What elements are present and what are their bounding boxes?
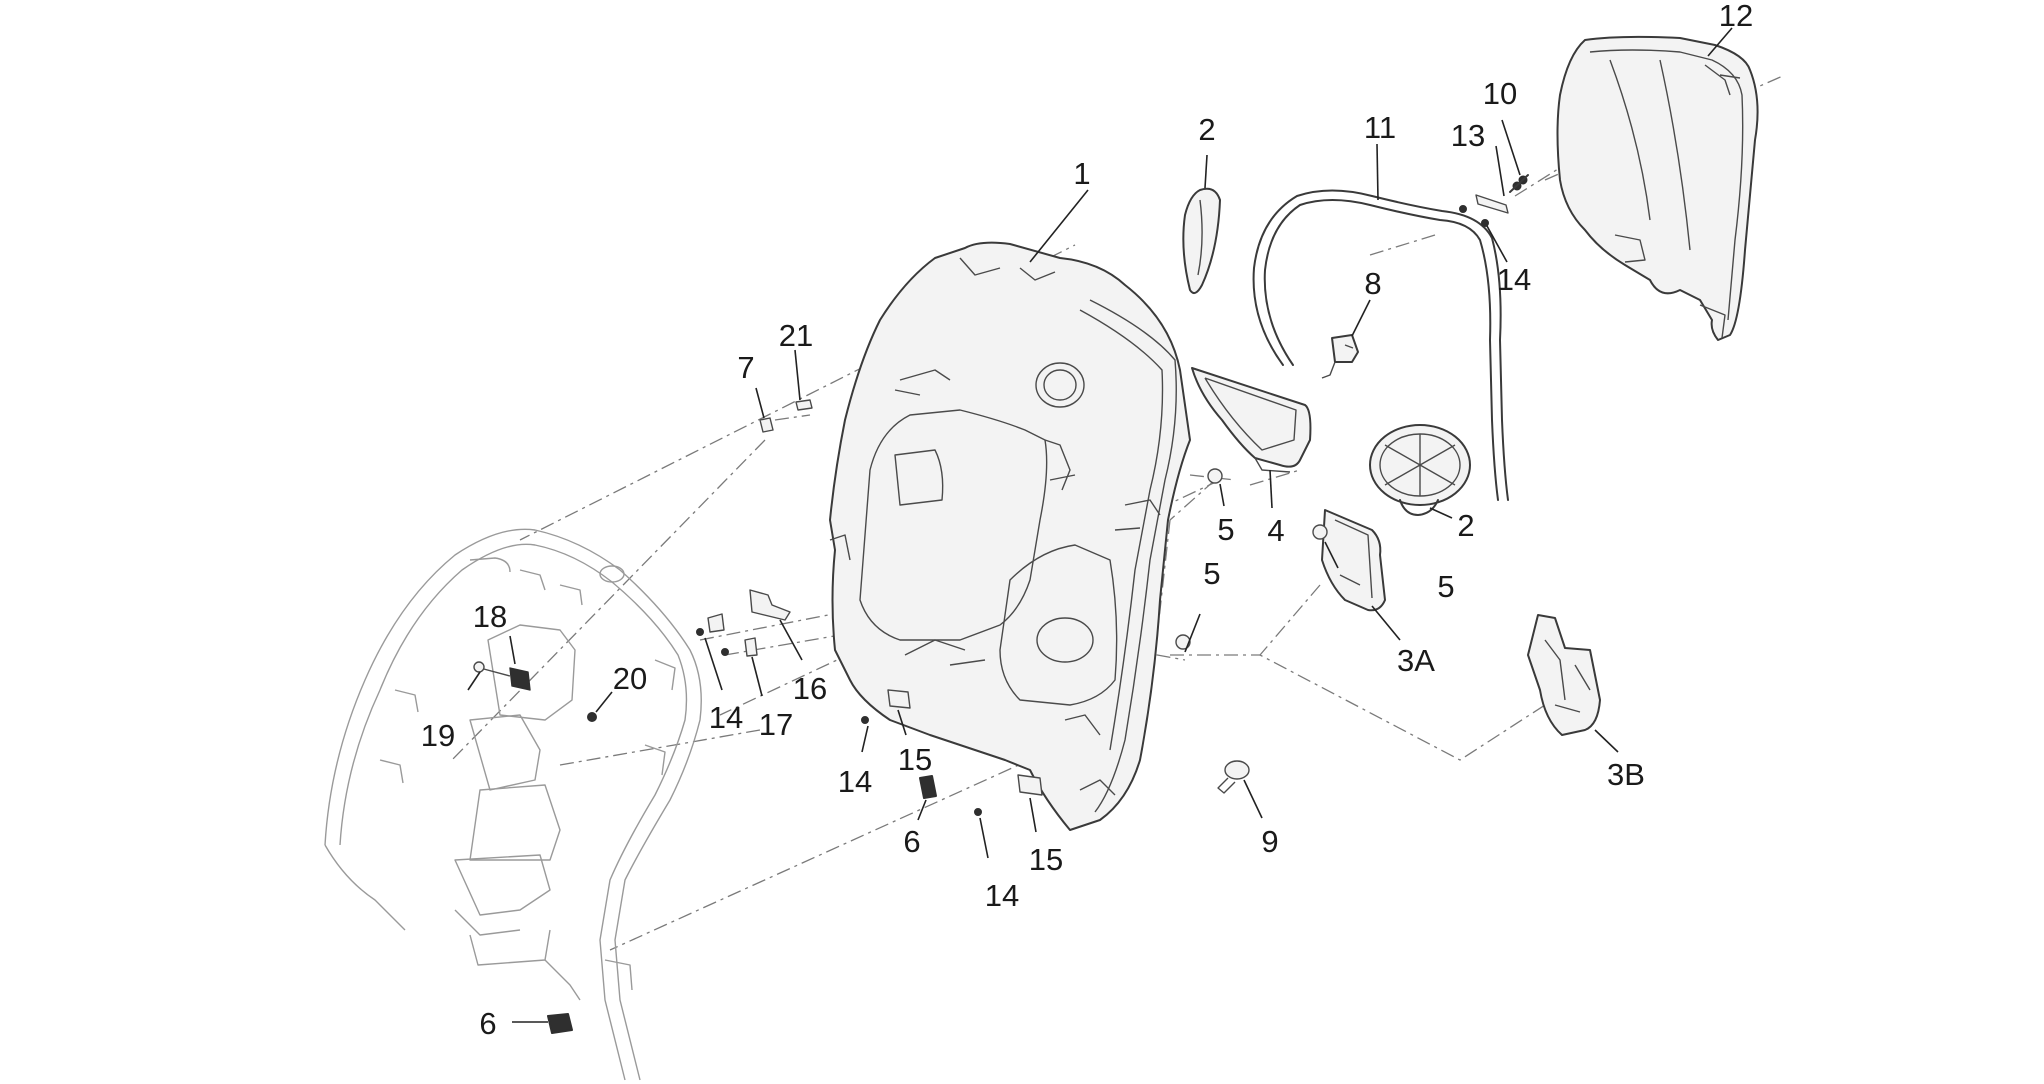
callout-21: 21 (779, 318, 813, 353)
part-7-clip (759, 417, 774, 433)
callout-12: 12 (1719, 0, 1753, 33)
part-19-screw (473, 661, 511, 677)
callout-14-top: 14 (1497, 262, 1531, 297)
part-10-clip (1509, 174, 1529, 193)
callout-7: 7 (737, 350, 754, 385)
part-18-bracket (509, 667, 531, 691)
callout-6-mid: 6 (903, 824, 920, 859)
callout-19: 19 (421, 718, 455, 753)
part-17-plate (744, 637, 758, 657)
callout-1: 1 (1073, 156, 1090, 191)
leader-lines (467, 27, 1733, 1023)
callout-18: 18 (473, 599, 507, 634)
callout-5-b: 5 (1437, 569, 1454, 604)
part-9-bolt (1217, 760, 1250, 794)
callout-5-c: 5 (1203, 556, 1220, 591)
callout-14-left: 14 (709, 700, 743, 735)
part-5-screws (1175, 468, 1328, 650)
part-1-inner-legshield (829, 241, 1191, 831)
callout-11: 11 (1364, 110, 1396, 145)
callout-16: 16 (793, 671, 827, 706)
callout-8: 8 (1364, 266, 1381, 301)
callout-17: 17 (759, 707, 793, 742)
part-14-screws-left (696, 613, 982, 816)
part-3b-cover (1527, 614, 1601, 736)
callout-3b: 3B (1607, 757, 1645, 792)
part-6-clip-lower (547, 1013, 573, 1034)
part-13-bracket (1475, 194, 1509, 214)
callout-2-top: 2 (1198, 112, 1215, 147)
callout-13: 13 (1451, 118, 1485, 153)
callout-14-mid: 14 (838, 764, 872, 799)
part-16-bracket (749, 589, 791, 621)
callout-9: 9 (1261, 824, 1278, 859)
callout-15-a: 15 (898, 742, 932, 777)
part-12-rear-panel (1556, 35, 1759, 341)
callout-14-low: 14 (985, 878, 1019, 913)
callout-2-vent: 2 (1457, 508, 1474, 543)
callout-6-lower: 6 (479, 1006, 496, 1041)
part-14-screws-top (1459, 205, 1489, 227)
part-11-seal-strip (1252, 189, 1509, 501)
callout-20: 20 (613, 661, 647, 696)
part-4-glovebox-lid (1191, 367, 1312, 473)
front-shield-frame (324, 528, 702, 1081)
callout-5-a: 5 (1217, 512, 1234, 547)
callout-3a: 3A (1397, 643, 1435, 678)
callout-labels: 1 2 2 3A 3B 4 5 5 5 6 6 7 8 9 10 11 12 1… (421, 0, 1753, 1041)
callout-10: 10 (1483, 76, 1517, 111)
part-21-pad (795, 399, 813, 411)
part-20-nut (587, 712, 597, 722)
part-15-brackets (887, 689, 1043, 796)
part-6-clip-mid (919, 775, 937, 799)
callout-4: 4 (1267, 513, 1284, 548)
part-3a-cover (1321, 509, 1386, 612)
part-8-lock (1321, 334, 1359, 379)
callout-15-b: 15 (1029, 842, 1063, 877)
part-2-vent-grille (1369, 424, 1471, 516)
part-2-pad-top (1182, 187, 1221, 295)
